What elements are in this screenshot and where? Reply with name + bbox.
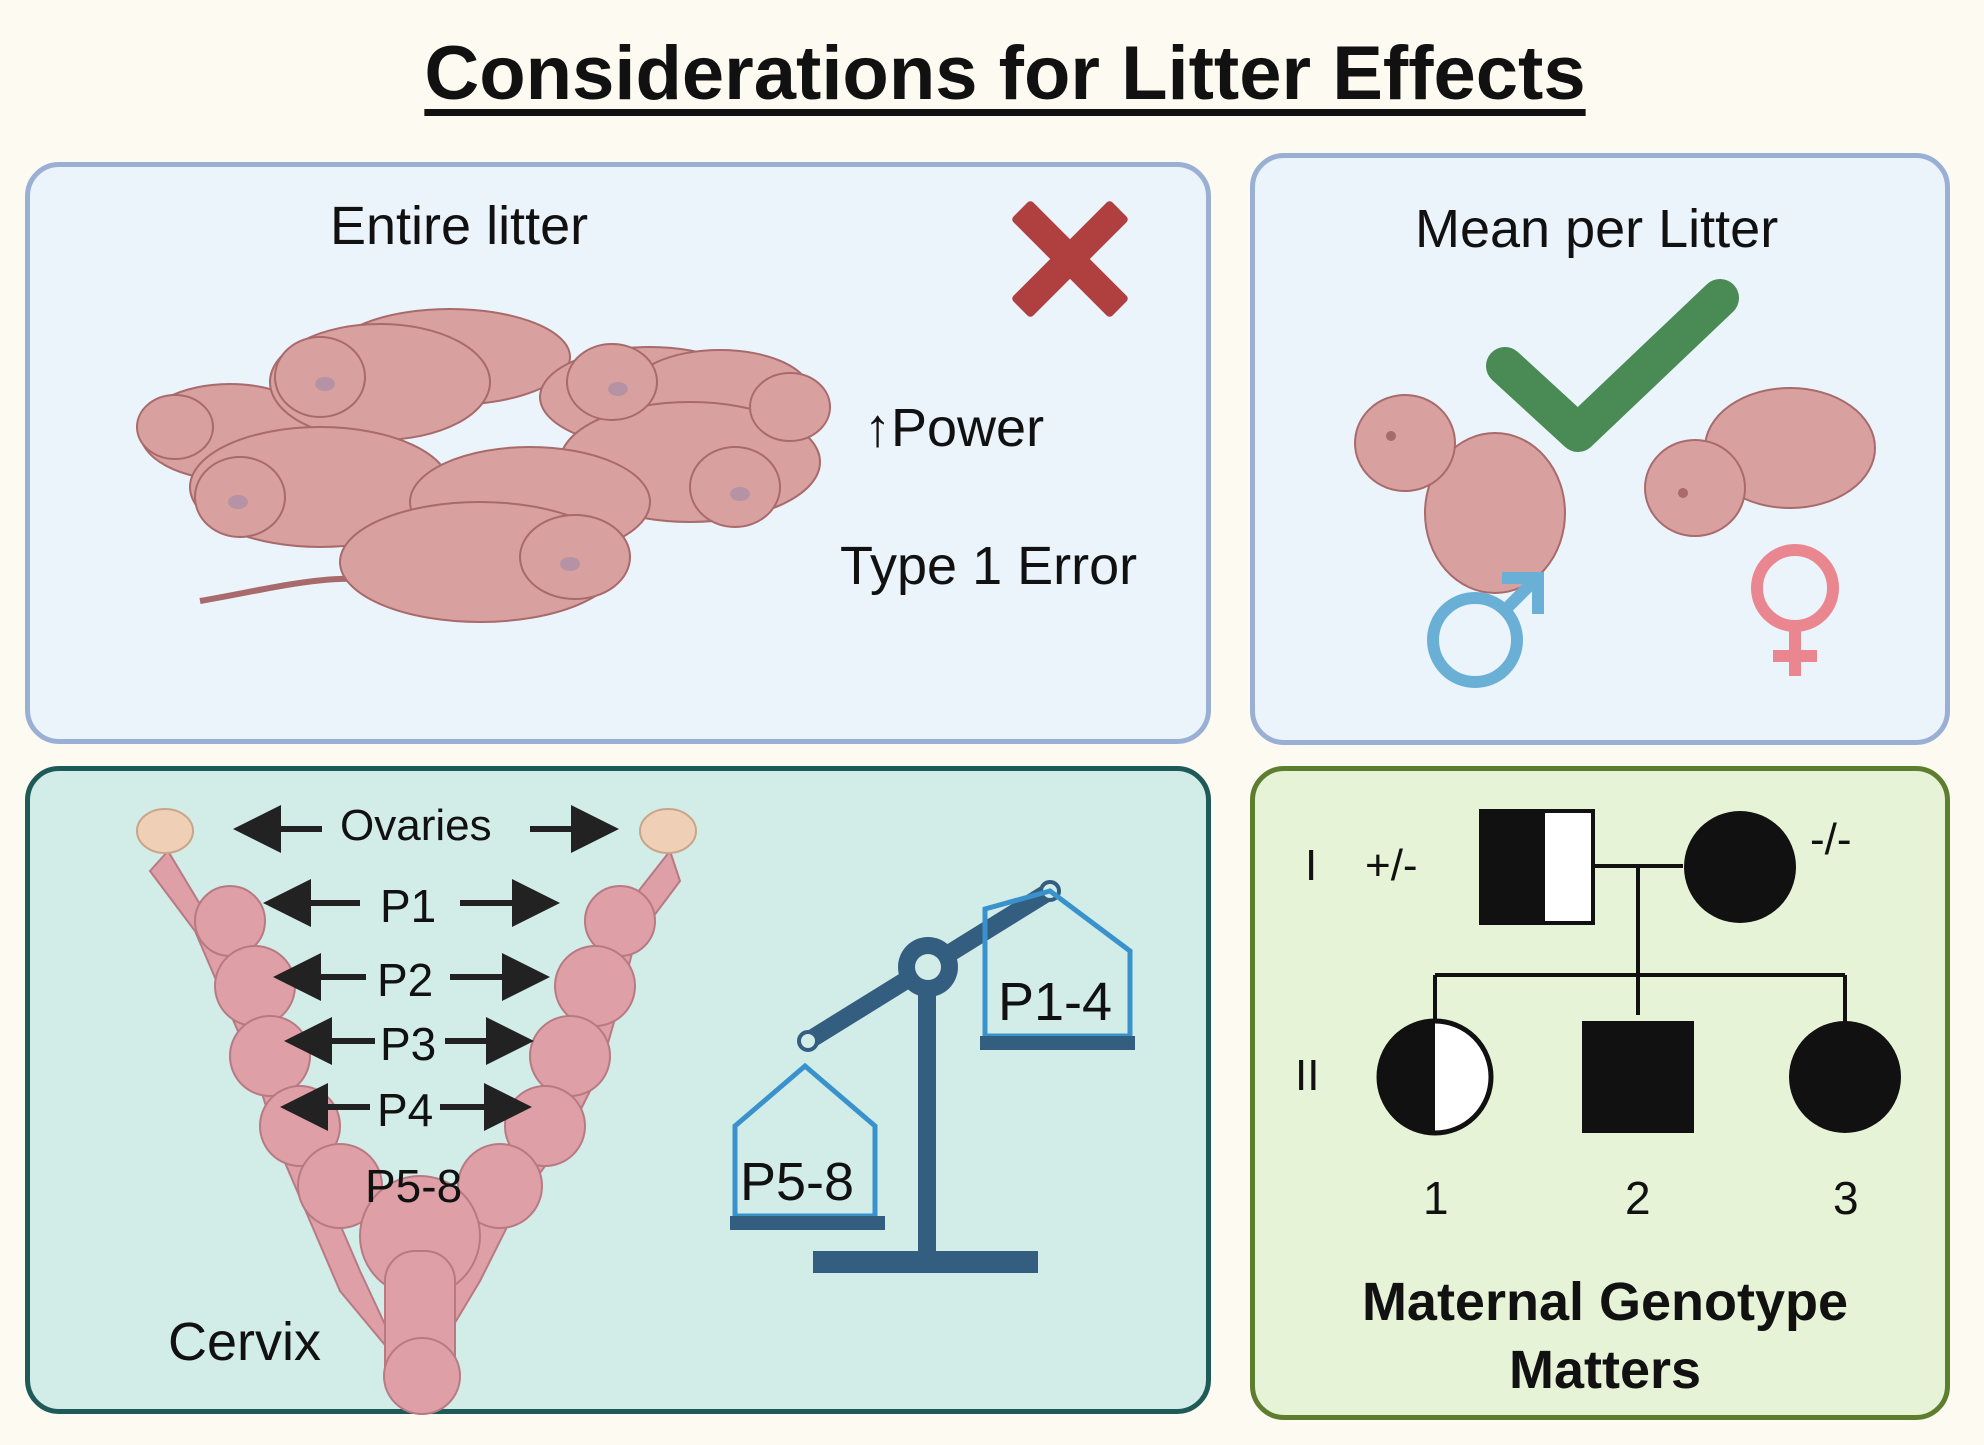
mean-per-litter-heading: Mean per Litter bbox=[1415, 199, 1779, 259]
father-genotype: +/- bbox=[1365, 841, 1418, 890]
p1-label: P1 bbox=[380, 880, 437, 932]
caption-line-1: Maternal Genotype bbox=[1361, 1272, 1849, 1332]
power-label: Power bbox=[891, 398, 1045, 458]
scale-left-pan-label: P5-8 bbox=[740, 1152, 855, 1212]
male-symbol-icon bbox=[1427, 572, 1544, 688]
balance-scale-icon bbox=[730, 880, 1135, 1273]
female-pup-illustration bbox=[1644, 387, 1876, 537]
pup-eyes bbox=[228, 377, 750, 571]
pup-pile-illustration bbox=[136, 308, 831, 623]
p4-label: P4 bbox=[377, 1084, 434, 1136]
entire-litter-panel: Entire litter bbox=[25, 162, 1211, 744]
generation-2-label: II bbox=[1295, 1051, 1320, 1100]
p2-label: P2 bbox=[377, 954, 434, 1006]
caption-line-2: Matters bbox=[1508, 1340, 1702, 1400]
type1-error-label: Type 1 Error bbox=[840, 536, 1138, 596]
child-3-symbol bbox=[1789, 1021, 1901, 1133]
child-1-number: 1 bbox=[1423, 1172, 1449, 1224]
father-symbol bbox=[1479, 809, 1595, 925]
mother-symbol bbox=[1684, 811, 1796, 923]
ovary-icons bbox=[136, 808, 697, 854]
uterus-panel: Ovaries P1 P2 P3 P4 P5-8 Cervix P5-8 P1-… bbox=[25, 766, 1211, 1415]
p3-label: P3 bbox=[380, 1018, 437, 1070]
child-2-number: 2 bbox=[1625, 1172, 1651, 1224]
page-title: Considerations for Litter Effects bbox=[424, 31, 1586, 116]
cervix-label: Cervix bbox=[168, 1312, 322, 1372]
mean-per-litter-graphics bbox=[1354, 279, 1876, 688]
entire-litter-graphics bbox=[136, 201, 1128, 623]
ovaries-label: Ovaries bbox=[340, 801, 492, 850]
uterus-illustration bbox=[148, 848, 682, 1415]
male-pup-illustration bbox=[1354, 394, 1566, 594]
generation-1-label: I bbox=[1305, 841, 1318, 890]
child-2-symbol bbox=[1582, 1021, 1694, 1133]
uterus-graphics bbox=[136, 805, 1135, 1415]
child-3-number: 3 bbox=[1833, 1172, 1859, 1224]
position-arrows bbox=[233, 805, 619, 1131]
child-1-symbol bbox=[1376, 1018, 1494, 1136]
female-symbol-icon bbox=[1751, 544, 1839, 676]
cross-icon bbox=[1012, 201, 1128, 317]
up-arrow-icon: ↑ bbox=[864, 398, 891, 458]
check-icon bbox=[1486, 279, 1739, 452]
pedigree-panel: I +/- -/- II 1 2 3 Maternal Genotype Mat… bbox=[1250, 766, 1950, 1420]
mean-per-litter-panel: Mean per Litter bbox=[1250, 153, 1950, 745]
p5-8-label: P5-8 bbox=[365, 1160, 463, 1212]
pedigree-lines bbox=[1433, 864, 1847, 1031]
mother-genotype: -/- bbox=[1810, 815, 1852, 864]
pedigree-graphics bbox=[1376, 809, 1901, 1136]
entire-litter-heading: Entire litter bbox=[330, 196, 589, 256]
scale-right-pan-label: P1-4 bbox=[998, 972, 1113, 1032]
